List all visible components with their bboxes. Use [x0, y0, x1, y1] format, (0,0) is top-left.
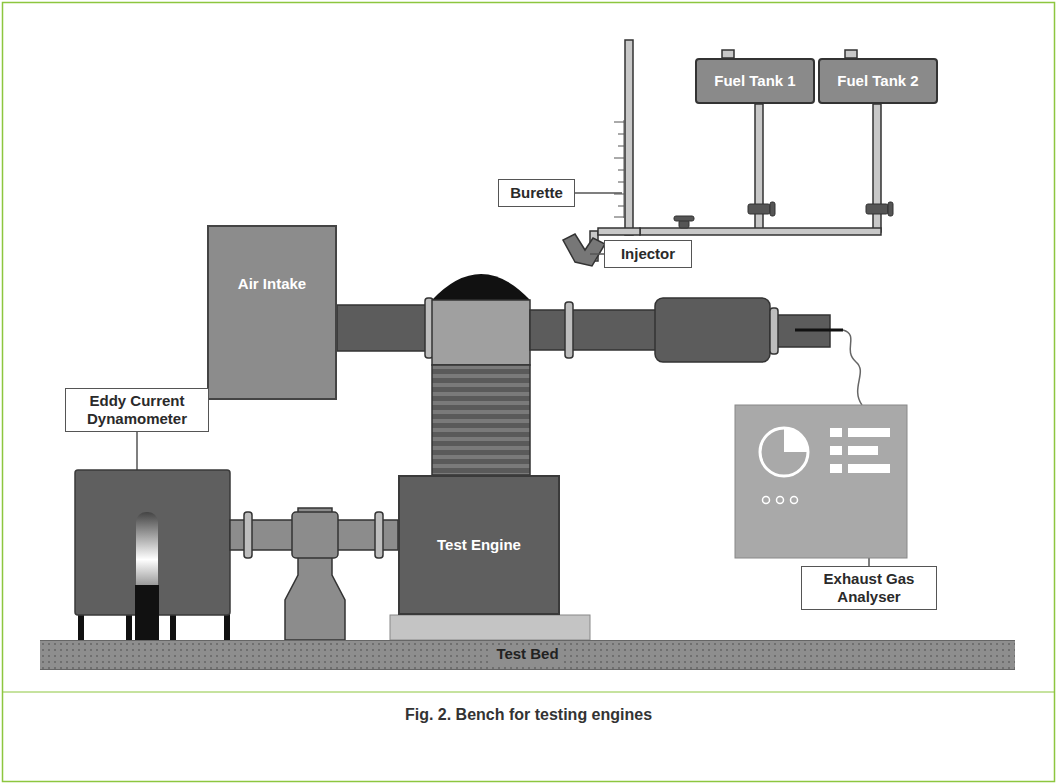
test-bed: Test Bed — [40, 640, 1015, 670]
injector-body — [563, 234, 605, 266]
fuel-tank: Fuel Tank 2 — [818, 58, 938, 104]
valves — [674, 202, 893, 228]
exhaust-pipe — [530, 310, 660, 350]
burette-scale — [614, 120, 624, 218]
callout-label: Burette — [498, 179, 575, 207]
probe-cable — [843, 330, 862, 405]
analyser-display — [760, 428, 808, 476]
cylinder — [432, 300, 530, 365]
node-text: Exhaust Gas Analyser — [802, 570, 936, 606]
node-text: Test Engine — [437, 536, 521, 554]
node-text: Burette — [510, 184, 563, 202]
flange — [770, 308, 778, 354]
air-intake-box: Air Intake — [207, 225, 337, 400]
node-text: Fuel Tank 2 — [837, 72, 918, 90]
callout-label: Injector — [604, 240, 692, 268]
analyser-display — [784, 428, 808, 452]
node-text: Test Bed — [492, 645, 562, 663]
shaft-support — [285, 508, 345, 640]
analyser-bars — [830, 428, 890, 473]
cooling-fins — [432, 365, 530, 475]
caption-rule — [3, 692, 1054, 693]
bearing — [292, 512, 338, 558]
muffler — [655, 298, 770, 362]
node-text: Fuel Tank 1 — [714, 72, 795, 90]
callout-label: Exhaust Gas Analyser — [801, 566, 937, 610]
callout-label: Eddy Current Dynamometer — [65, 388, 209, 432]
flange — [565, 302, 573, 358]
flange — [244, 512, 252, 558]
analyser-unit — [735, 405, 907, 558]
node-text: Eddy Current Dynamometer — [66, 392, 208, 428]
figure-caption: Fig. 2. Bench for testing engines — [0, 706, 1057, 724]
analyser-buttons — [763, 497, 798, 504]
frame — [3, 3, 1055, 782]
cylinder-head — [432, 274, 530, 300]
engine-base — [390, 615, 590, 640]
flange — [375, 512, 383, 558]
intake-pipe — [337, 305, 432, 351]
gas-probe — [795, 329, 843, 332]
node-text: Air Intake — [238, 275, 306, 293]
rotor-stand — [135, 585, 159, 642]
fuel-tank: Fuel Tank 1 — [695, 58, 815, 104]
node-text: Injector — [621, 245, 675, 263]
test-engine-block: Test Engine — [398, 475, 560, 615]
